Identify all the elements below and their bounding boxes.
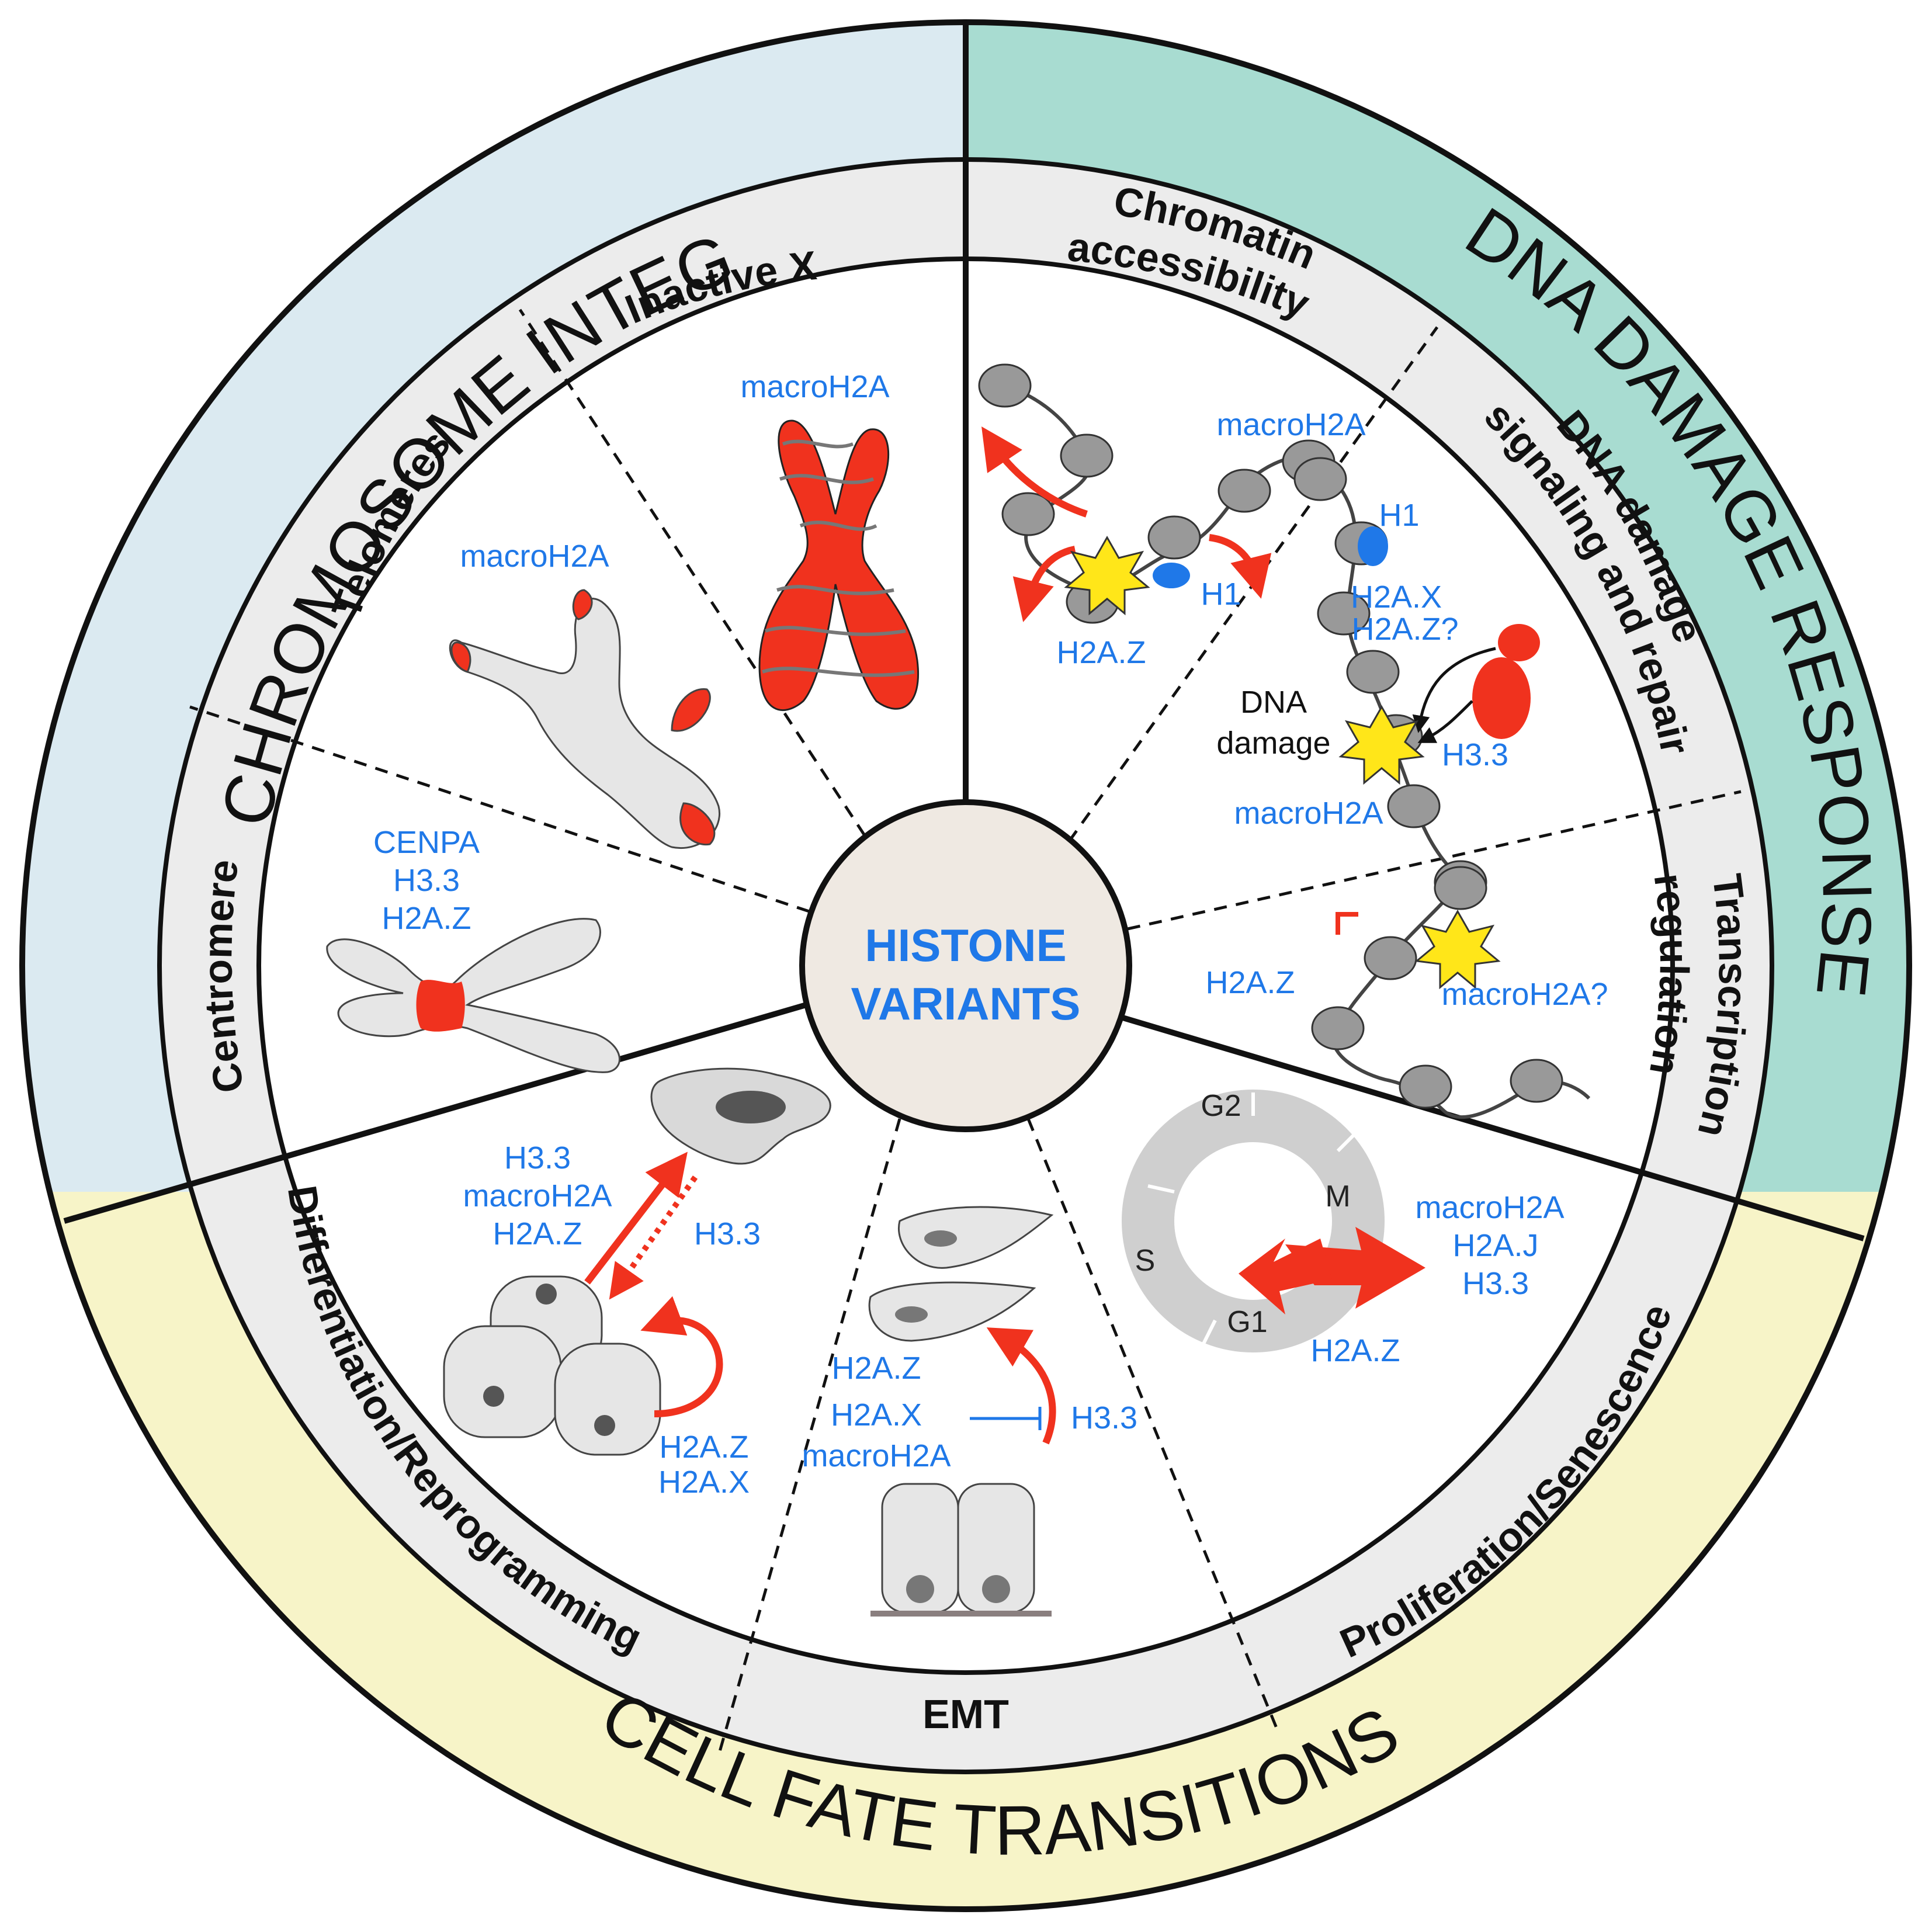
differentiation-panel: H3.3 macroH2A H2A.Z H3.3 H2A.Z H2A.X bbox=[443, 1067, 831, 1500]
dna-macroH2A-label: macroH2A bbox=[1234, 796, 1383, 831]
grey-chromosome bbox=[449, 598, 720, 849]
repair-arrow-2 bbox=[1417, 700, 1473, 743]
telomere-caps bbox=[450, 589, 716, 846]
red-x-chromosome bbox=[758, 419, 919, 711]
epithelial-cells bbox=[881, 1483, 1035, 1614]
dna-h1-blob bbox=[1358, 526, 1388, 566]
exit-arrows bbox=[1239, 1227, 1425, 1314]
center-title-line2: VARIANTS bbox=[851, 978, 1081, 1029]
centromere-variant-3: H2A.Z bbox=[381, 901, 471, 936]
centromere-variant-1: CENPA bbox=[373, 825, 480, 860]
sector-emt: EMT bbox=[922, 1691, 1009, 1737]
diff-variant-1: H3.3 bbox=[504, 1140, 571, 1175]
differentiated-nucleus bbox=[716, 1091, 786, 1123]
emt-variant-1: H2A.Z bbox=[831, 1351, 921, 1386]
chromatin-coil bbox=[762, 439, 915, 677]
prolif-H2AZ-label: H2A.Z bbox=[1310, 1333, 1400, 1368]
chromatin-H1-label: H1 bbox=[1201, 577, 1241, 612]
mesenchymal-cells bbox=[868, 1206, 1054, 1342]
centromere-panel: CENPA H3.3 H2A.Z bbox=[326, 825, 620, 1073]
prolif-variant-3: H3.3 bbox=[1462, 1266, 1529, 1301]
epi-nucleus-2 bbox=[982, 1575, 1010, 1603]
chromatin-red-arrows bbox=[981, 426, 1272, 622]
phase-m: M bbox=[1325, 1180, 1350, 1213]
tx-nucleosomes bbox=[1311, 866, 1563, 1109]
tx-macroH2Aq-label: macroH2A? bbox=[1441, 977, 1608, 1012]
chromatin-macroH2A-label: macroH2A bbox=[1216, 407, 1365, 442]
inhibit-bar bbox=[970, 1407, 1042, 1430]
epi-nucleus-1 bbox=[906, 1575, 934, 1603]
repair-arrow-1 bbox=[1412, 647, 1496, 733]
diff-self-2: H2A.X bbox=[658, 1465, 750, 1500]
stem-nucleus-1 bbox=[536, 1284, 557, 1305]
emt-variant-2: H2A.X bbox=[831, 1397, 922, 1432]
stem-cells bbox=[443, 1275, 661, 1456]
diff-H33-label: H3.3 bbox=[694, 1216, 761, 1251]
emt-variant-3: macroH2A bbox=[802, 1438, 951, 1473]
dna-damage-panel: H1 H2A.X H2A.Z? DNA damage H3.3 macroH2A bbox=[1216, 457, 1540, 904]
center-hub: HISTONE VARIANTS bbox=[799, 799, 1132, 1132]
prolif-variant-1: macroH2A bbox=[1415, 1190, 1564, 1225]
inactive-x-panel: macroH2A bbox=[740, 369, 919, 711]
dna-damage-star bbox=[1338, 705, 1425, 785]
nucleus-1 bbox=[924, 1230, 957, 1247]
self-renewal-arrow bbox=[640, 1296, 723, 1417]
stem-nucleus-2 bbox=[483, 1386, 504, 1407]
dna-H33-label: H3.3 bbox=[1442, 737, 1508, 772]
prolif-variant-2: H2A.J bbox=[1452, 1228, 1538, 1263]
centromere-variant-2: H3.3 bbox=[393, 863, 460, 898]
repair-factor-1 bbox=[1498, 624, 1540, 661]
stem-nucleus-3 bbox=[594, 1415, 615, 1436]
dna-damage-text-1: DNA bbox=[1240, 685, 1307, 720]
dna-H1-label: H1 bbox=[1379, 498, 1419, 533]
chromatin-H2AZ-label: H2A.Z bbox=[1056, 635, 1146, 670]
centromere-chromosome bbox=[326, 918, 620, 1073]
diff-variant-2: macroH2A bbox=[463, 1178, 612, 1213]
inactive-x-variant-label: macroH2A bbox=[740, 369, 889, 404]
diff-arrow bbox=[584, 1151, 688, 1285]
transcription-panel: H2A.Z macroH2A? bbox=[1205, 866, 1608, 1119]
nucleus-2 bbox=[895, 1306, 928, 1323]
phase-g1: G1 bbox=[1227, 1305, 1267, 1339]
telomeres-panel: macroH2A bbox=[449, 539, 720, 849]
emt-panel: H2A.Z H2A.X macroH2A H3.3 bbox=[802, 1206, 1137, 1617]
tx-damage-star bbox=[1414, 909, 1501, 990]
diff-variant-3: H2A.Z bbox=[492, 1216, 582, 1251]
center-circle bbox=[799, 799, 1132, 1132]
phase-s: S bbox=[1135, 1244, 1156, 1278]
dna-H2AX-label: H2A.X bbox=[1351, 580, 1442, 615]
telomeres-variant-label: macroH2A bbox=[460, 539, 609, 574]
emt-arrow bbox=[986, 1327, 1056, 1445]
diff-self-1: H2A.Z bbox=[659, 1430, 748, 1465]
cell-cycle-dividers bbox=[1147, 1092, 1357, 1345]
dna-damage-text-2: damage bbox=[1216, 726, 1330, 761]
tss-arrow bbox=[1336, 912, 1358, 935]
centromere-red-core bbox=[416, 980, 465, 1032]
phase-g2: G2 bbox=[1201, 1089, 1241, 1123]
emt-H33-label: H3.3 bbox=[1071, 1400, 1137, 1435]
dna-H2AZq-label: H2A.Z? bbox=[1351, 612, 1458, 647]
reprog-arrow bbox=[609, 1175, 698, 1300]
proliferation-panel: G2 M G1 S macroH2A H2A.J H3.3 H2A.Z bbox=[1122, 1089, 1565, 1368]
damage-star bbox=[1064, 535, 1150, 616]
repair-factor-2 bbox=[1472, 657, 1531, 739]
tx-H2AZ-label: H2A.Z bbox=[1205, 965, 1295, 1000]
domain-dividers bbox=[63, 22, 1865, 1241]
center-title-line1: HISTONE bbox=[865, 920, 1066, 971]
h1-blob bbox=[1153, 563, 1190, 588]
